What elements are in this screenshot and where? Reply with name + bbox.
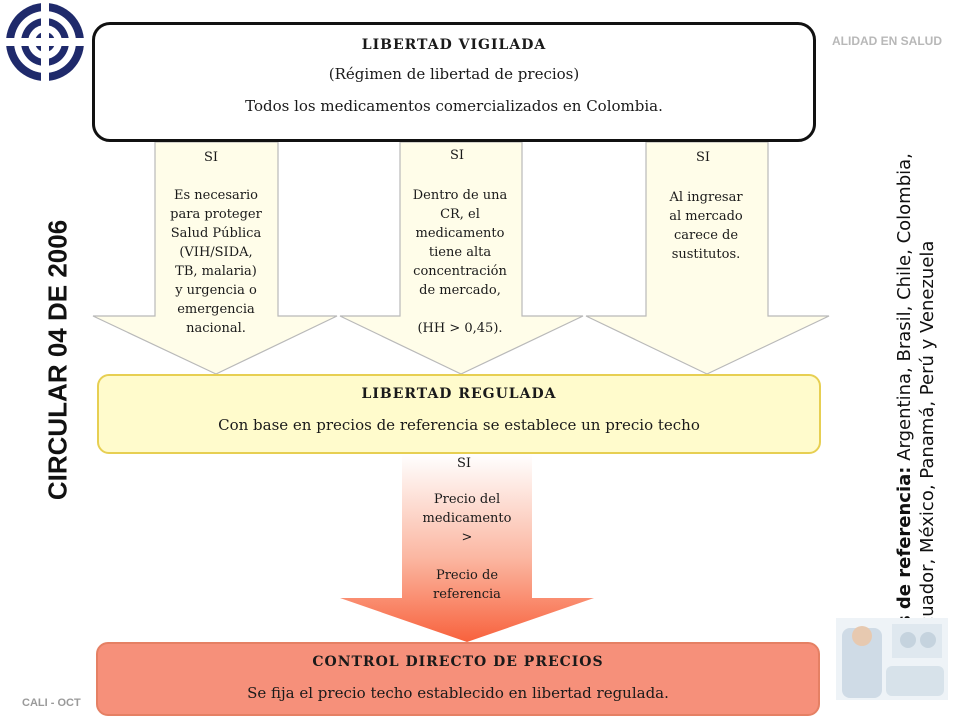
condition-2-si: SI [450,148,465,163]
arrow-price-condition [340,454,594,642]
circular-title: CIRCULAR 04 DE 2006 [42,219,73,501]
reference-countries: Países de referencia: Argentina, Brasil,… [893,80,939,680]
control-directo-box: CONTROL DIRECTO DE PRECIOS Se fija el pr… [96,642,820,716]
arrow-condition-1 [92,141,338,375]
condition-3-si: SI [696,150,711,165]
control-directo-title: CONTROL DIRECTO DE PRECIOS [312,654,604,670]
decorative-photo [836,618,948,700]
arrow-condition-3 [585,141,830,375]
libertad-regulada-box: LIBERTAD REGULADA Con base en precios de… [97,374,821,454]
control-directo-description: Se fija el precio techo establecido en l… [247,684,669,702]
libertad-regulada-description: Con base en precios de referencia se est… [218,416,700,434]
condition-1-si: SI [204,150,219,165]
arrow-condition-2 [339,141,584,375]
reference-countries-line1: Argentina, Brasil, Chile, Colombia, [894,153,915,461]
libertad-vigilada-subtitle: (Régimen de libertad de precios) [328,65,580,83]
libertad-vigilada-title: LIBERTAD VIGILADA [361,37,547,53]
libertad-vigilada-box: LIBERTAD VIGILADA (Régimen de libertad d… [92,22,816,142]
reference-countries-line2: Ecuador, México, Panamá, Perú y Venezuel… [917,240,938,638]
institution-logo [2,0,88,84]
header-tag: ALIDAD EN SALUD [832,34,942,48]
footer-tag: CALI - OCT [22,697,81,709]
price-condition-si: SI [457,456,472,471]
libertad-vigilada-description: Todos los medicamentos comercializados e… [245,97,663,115]
libertad-regulada-title: LIBERTAD REGULADA [361,386,557,402]
